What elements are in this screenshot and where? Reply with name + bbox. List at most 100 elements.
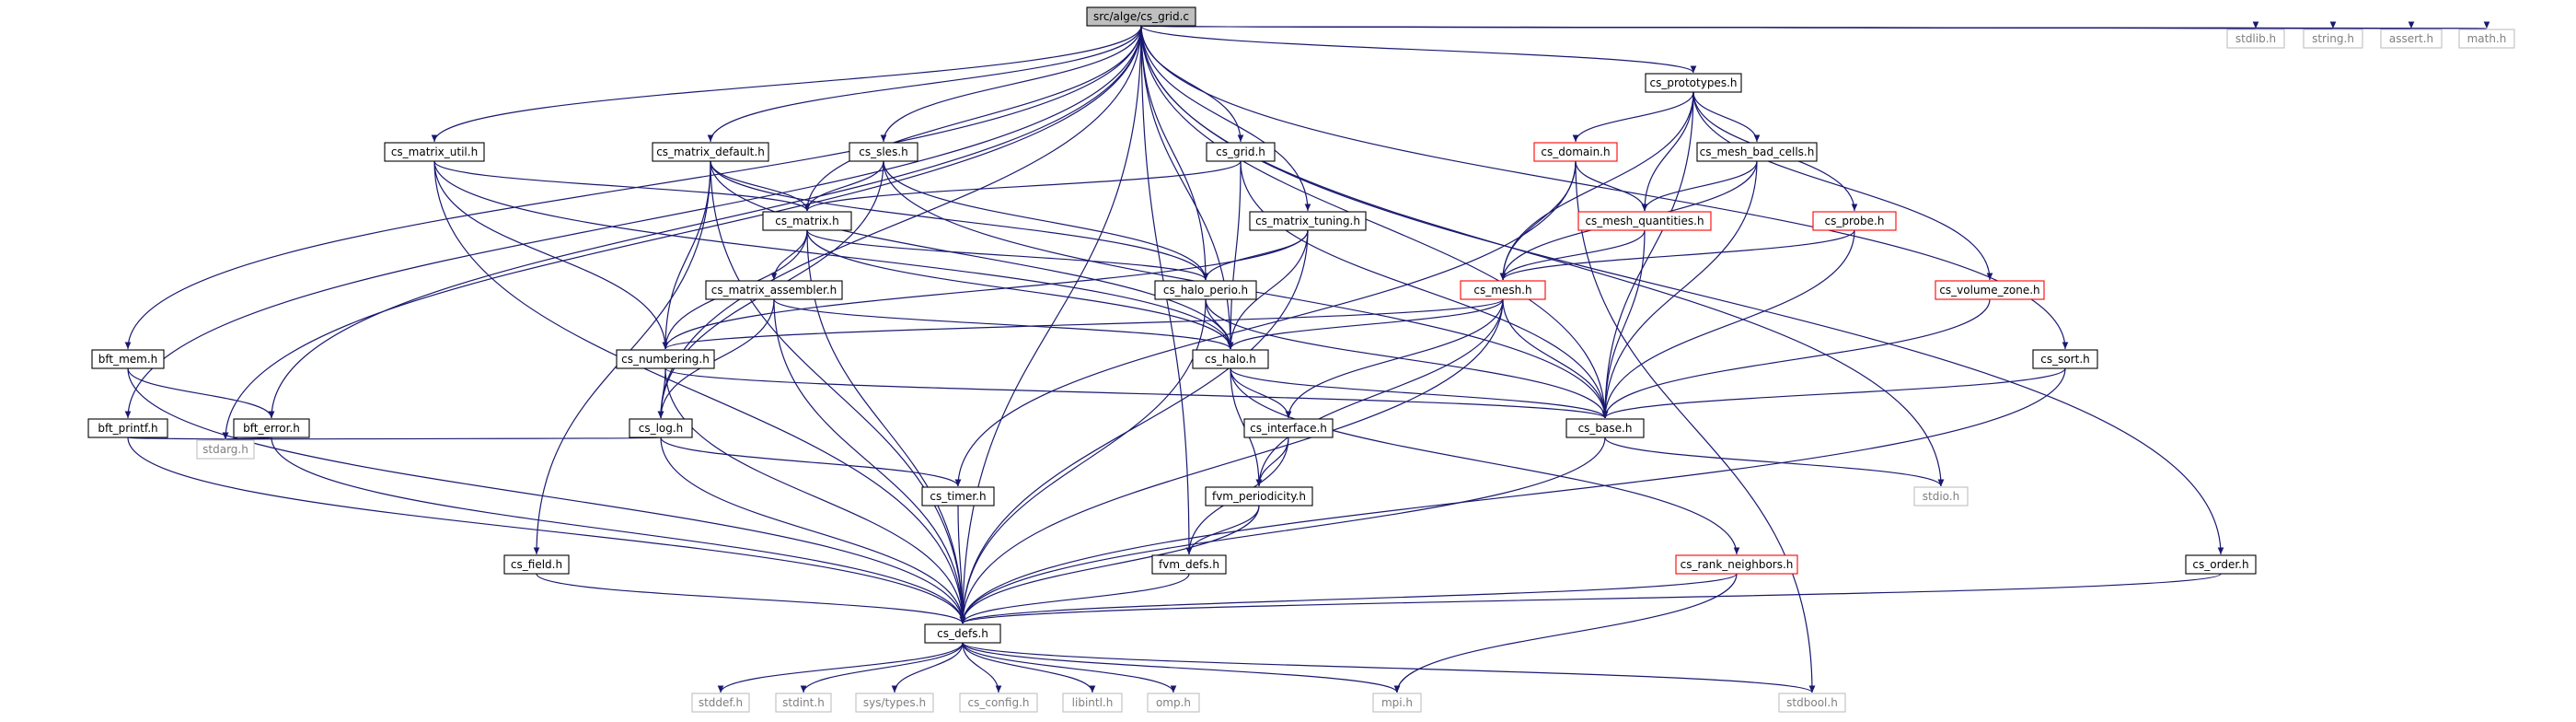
edge-cs-grid-c-to-cs-matrix-h: [803, 25, 1142, 212]
node-cs-matrix-tuning-h[interactable]: cs_matrix_tuning.h: [1249, 211, 1367, 231]
edge-cs-matrix-assembler-h-to-cs-halo-h: [773, 298, 1234, 350]
node-stdio-h: stdio.h: [1913, 486, 1969, 507]
node-box: [1062, 693, 1123, 713]
node-box: [1206, 142, 1276, 162]
node-libintl-h: libintl.h: [1062, 693, 1123, 713]
node-label: cs_sles.h: [859, 146, 908, 158]
node-label: cs_order.h: [2192, 558, 2248, 571]
edge-cs-prototypes-h-to-cs-mesh-h: [1499, 91, 1694, 281]
edge-cs-mesh-quantities-h-to-cs-base-h: [1601, 229, 1646, 419]
node-fvm-periodicity-h[interactable]: fvm_periodicity.h: [1205, 486, 1313, 507]
node-box: [1533, 142, 1618, 162]
node-cs-grid-h[interactable]: cs_grid.h: [1206, 142, 1276, 162]
node-label: cs_numbering.h: [621, 353, 710, 366]
edge-cs-probe-h-to-cs-base-h: [1601, 229, 1855, 419]
edge-cs-mesh-h-to-cs-base-h: [1502, 298, 1609, 419]
node-cs-probe-h[interactable]: cs_probe.h: [1812, 211, 1897, 231]
edge-cs-order-h-to-cs-defs-h: [960, 573, 2222, 624]
node-label: sys/types.h: [863, 696, 926, 709]
node-cs-matrix-assembler-h[interactable]: cs_matrix_assembler.h: [705, 280, 843, 300]
node-box: [196, 439, 255, 460]
node-label: stdint.h: [782, 696, 825, 709]
edge-cs-grid-c-to-cs-matrix-default-h: [707, 25, 1142, 143]
edge-cs-matrix-tuning-h-to-cs-halo-perio-h: [1202, 229, 1309, 281]
node-label: cs_base.h: [1578, 422, 1633, 435]
node-box: [1151, 554, 1227, 575]
node-cs-log-h[interactable]: cs_log.h: [629, 418, 693, 438]
node-cs-matrix-default-h[interactable]: cs_matrix_default.h: [652, 142, 769, 162]
node-label: cs_domain.h: [1541, 146, 1610, 158]
node-stdarg-h: stdarg.h: [196, 439, 255, 460]
edge-cs-halo-h-to-cs-rank-neighbors-h: [1230, 367, 1740, 555]
node-label: stddef.h: [699, 696, 743, 709]
node-cs-prototypes-h[interactable]: cs_prototypes.h: [1645, 73, 1742, 93]
node-bft-printf-h[interactable]: bft_printf.h: [87, 418, 168, 438]
node-label: stdbool.h: [1786, 696, 1838, 709]
edge-cs-defs-h-to-stdint-h: [800, 642, 964, 693]
edge-fvm-periodicity-h-to-fvm-defs-h: [1185, 505, 1260, 555]
edge-cs-grid-c-to-cs-halo-perio-h: [1140, 25, 1209, 281]
node-label: fvm_defs.h: [1159, 558, 1219, 571]
node-box: [849, 142, 918, 162]
node-sys-types-h: sys/types.h: [855, 693, 934, 713]
node-fvm-defs-h[interactable]: fvm_defs.h: [1151, 554, 1227, 575]
node-box: [1675, 554, 1798, 575]
node-label: bft_mem.h: [98, 353, 158, 366]
edge-cs-volume-zone-h-to-cs-base-h: [1601, 298, 1991, 419]
edge-cs-matrix-assembler-h-to-cs-log-h: [657, 298, 775, 419]
edge-cs-grid-c-to-cs-base-h: [1140, 25, 1609, 419]
node-box: [503, 554, 570, 575]
edge-bft-error-h-to-cs-defs-h: [271, 437, 966, 624]
edge-cs-mesh-h-to-cs-defs-h: [959, 298, 1504, 624]
node-cs-rank-neighbors-h[interactable]: cs_rank_neighbors.h: [1675, 554, 1798, 575]
edge-cs-matrix-tuning-h-to-cs-defs-h: [959, 229, 1309, 624]
node-box: [1696, 142, 1818, 162]
node-cs-field-h[interactable]: cs_field.h: [503, 554, 570, 575]
edge-cs-grid-c-to-stdarg-h: [222, 25, 1142, 440]
node-cs-order-h[interactable]: cs_order.h: [2185, 554, 2257, 575]
node-bft-error-h[interactable]: bft_error.h: [233, 418, 310, 438]
node-cs-sort-h[interactable]: cs_sort.h: [2032, 349, 2098, 369]
edge-bft-mem-h-to-bft-error-h: [127, 367, 275, 419]
node-cs-mesh-bad-cells-h[interactable]: cs_mesh_bad_cells.h: [1696, 142, 1818, 162]
node-cs-timer-h[interactable]: cs_timer.h: [921, 486, 995, 507]
node-cs-halo-h[interactable]: cs_halo.h: [1192, 349, 1269, 369]
node-cs-defs-h[interactable]: cs_defs.h: [924, 623, 1001, 644]
node-bft-mem-h[interactable]: bft_mem.h: [91, 349, 165, 369]
node-assert-h: assert.h: [2380, 29, 2443, 49]
edge-cs-mesh-h-to-fvm-periodicity-h: [1255, 298, 1504, 487]
node-cs-domain-h[interactable]: cs_domain.h: [1533, 142, 1618, 162]
edge-cs-timer-h-to-cs-defs-h: [957, 505, 966, 624]
node-cs-base-h[interactable]: cs_base.h: [1565, 418, 1645, 438]
edge-cs-grid-c-to-cs-defs-h: [959, 25, 1142, 624]
node-label: bft_printf.h: [98, 422, 157, 435]
node-stdbool-h: stdbool.h: [1778, 693, 1846, 713]
node-cs-mesh-quantities-h[interactable]: cs_mesh_quantities.h: [1577, 211, 1712, 231]
edge-cs-matrix-default-h-to-cs-numbering-h: [662, 160, 711, 350]
edge-cs-defs-h-to-mpi-h: [962, 642, 1401, 693]
node-cs-numbering-h[interactable]: cs_numbering.h: [616, 349, 715, 369]
node-cs-halo-perio-h[interactable]: cs_halo_perio.h: [1154, 280, 1257, 300]
node-cs-mesh-h[interactable]: cs_mesh.h: [1460, 280, 1546, 300]
node-cs-matrix-util-h[interactable]: cs_matrix_util.h: [384, 142, 485, 162]
node-box: [1913, 486, 1969, 507]
edge-cs-probe-h-to-cs-mesh-h: [1499, 229, 1855, 281]
node-cs-volume-zone-h[interactable]: cs_volume_zone.h: [1935, 280, 2045, 300]
edge-cs-grid-c-to-cs-sles-h: [880, 25, 1142, 143]
edge-cs-matrix-tuning-h-to-cs-halo-h: [1227, 229, 1309, 350]
edge-cs-halo-perio-h-to-cs-defs-h: [959, 298, 1207, 624]
node-box: [1565, 418, 1645, 438]
node-stddef-h: stddef.h: [691, 693, 750, 713]
node-box: [233, 418, 310, 438]
edge-cs-grid-c-to-bft-printf-h: [124, 25, 1142, 419]
edge-cs-mesh-h-to-cs-halo-h: [1227, 298, 1504, 350]
node-cs-interface-h[interactable]: cs_interface.h: [1243, 418, 1334, 438]
node-cs-matrix-h[interactable]: cs_matrix.h: [762, 211, 852, 231]
node-label: stdarg.h: [202, 443, 248, 456]
edge-cs-grid-c-to-stdio-h: [1140, 25, 1945, 487]
node-box: [1460, 280, 1546, 300]
node-string-h: string.h: [2303, 29, 2363, 49]
edge-cs-grid-c-to-cs-prototypes-h: [1140, 25, 1697, 74]
node-cs-sles-h[interactable]: cs_sles.h: [849, 142, 918, 162]
